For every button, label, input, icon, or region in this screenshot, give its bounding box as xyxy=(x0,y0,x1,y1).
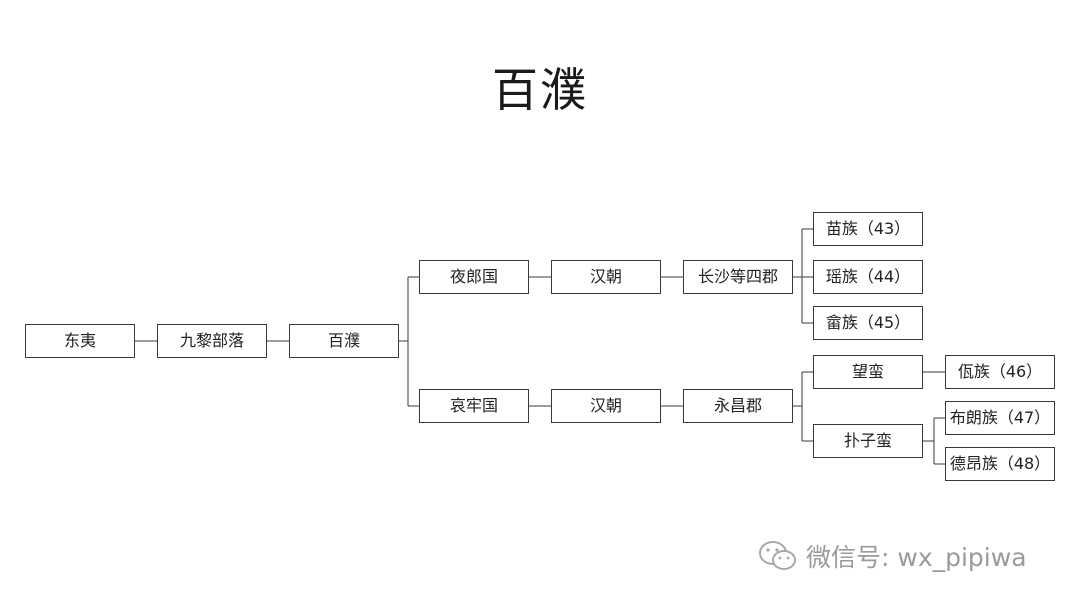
node-bulang: 布朗族（47） xyxy=(945,401,1055,435)
node-hanchao-lower: 汉朝 xyxy=(551,389,661,423)
node-changsha: 长沙等四郡 xyxy=(683,260,793,294)
watermark: 微信号: wx_pipiwa xyxy=(758,536,1027,576)
node-yao: 瑶族（44） xyxy=(813,260,923,294)
node-baipu: 百濮 xyxy=(289,324,399,358)
node-wangman: 望蛮 xyxy=(813,355,923,389)
node-yongchang: 永昌郡 xyxy=(683,389,793,423)
node-ailao: 哀牢国 xyxy=(419,389,529,423)
node-she: 畲族（45） xyxy=(813,306,923,340)
node-hanchao-upper: 汉朝 xyxy=(551,260,661,294)
node-puziman: 扑子蛮 xyxy=(813,424,923,458)
node-dongyi: 东夷 xyxy=(25,324,135,358)
node-deang: 德昂族（48） xyxy=(945,447,1055,481)
node-jiuli: 九黎部落 xyxy=(157,324,267,358)
node-wa: 佤族（46） xyxy=(945,355,1055,389)
watermark-text: 微信号: wx_pipiwa xyxy=(806,543,1027,572)
node-yelang: 夜郎国 xyxy=(419,260,529,294)
node-miao: 苗族（43） xyxy=(813,212,923,246)
diagram-title: 百濮 xyxy=(492,63,588,117)
wechat-icon xyxy=(759,541,796,570)
